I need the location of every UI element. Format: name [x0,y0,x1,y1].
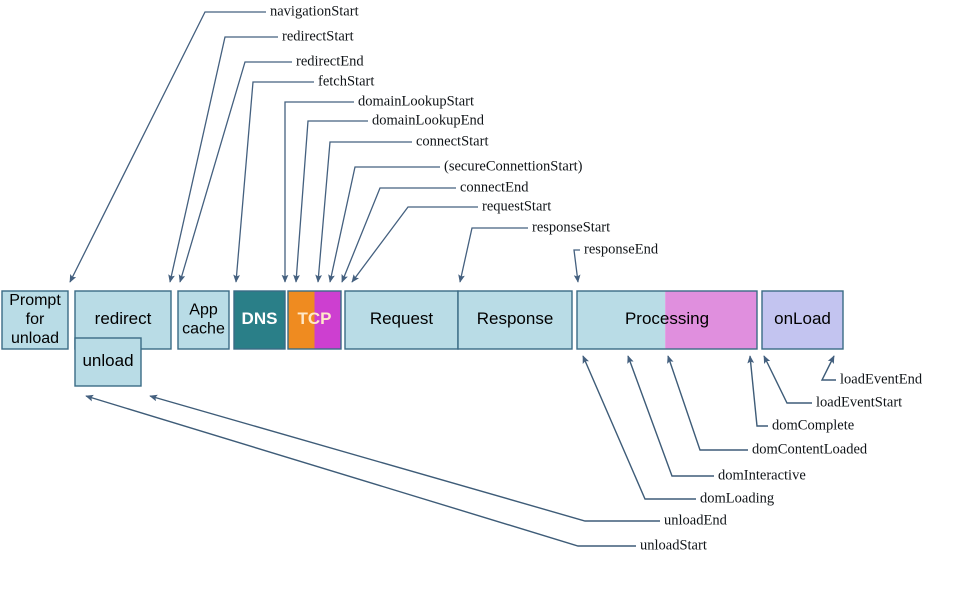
leader-line-connectStart [315,141,412,283]
leader-line-navigationStart [69,11,266,283]
phase-fill [457,290,573,350]
leader-line-secureConnettionStart [328,166,440,283]
phase-box-response[interactable]: Response [457,290,573,350]
phase-label-response: Response [477,309,554,328]
phase-fill-right [314,291,341,349]
phase-box-dns[interactable]: DNS [233,290,286,350]
event-label-redirectEnd: redirectEnd [296,53,364,69]
leader-line-domainLookupStart [281,101,354,283]
leader-line-redirectEnd [178,61,292,283]
event-label-loadEventStart: loadEventStart [816,394,902,410]
leader-line-redirectStart [168,36,278,283]
leader-line-loadEventEnd [820,355,836,381]
event-label-unloadEnd: unloadEnd [664,512,728,528]
leader-line-responseEnd [573,249,581,283]
phase-box-tcp[interactable]: TCP [287,290,342,350]
event-label-responseEnd: responseEnd [584,241,659,257]
phase-box-request[interactable]: Request [344,290,459,350]
leader-line-domContentLoaded [667,355,748,451]
phase-fill-left [288,291,315,349]
phase-label-unload: unload [82,351,133,370]
phase-box-unload[interactable]: unload [74,337,142,387]
phase-fill [1,290,69,350]
phase-box-processing[interactable]: Processing [576,290,758,350]
leader-line-responseStart [458,227,528,283]
phase-box-onload[interactable]: onLoad [761,290,844,350]
leader-line-domLoading [582,355,696,500]
leader-line-connectEnd [341,187,456,283]
event-label-domContentLoaded: domContentLoaded [752,441,868,457]
event-label-domainLookupEnd: domainLookupEnd [372,112,485,128]
event-label-navigationStart: navigationStart [270,3,359,19]
leader-line-domainLookupEnd [293,120,368,283]
leader-line-domComplete [747,355,768,427]
event-label-requestStart: requestStart [482,198,551,214]
leader-line-loadEventStart [763,355,812,404]
phase-fill [761,290,844,350]
top-leader-lines [69,11,581,283]
event-label-secureConnettionStart: (secureConnettionStart) [444,158,583,174]
bottom-event-labels: loadEventEnd loadEventStart domComplete dom… [640,371,923,553]
phase-fill-left [577,291,666,349]
event-label-connectEnd: connectEnd [460,179,529,195]
event-label-domLoading: domLoading [700,490,774,506]
phase-fill [177,290,230,350]
event-label-domComplete: domComplete [772,417,854,433]
phase-fill [344,290,459,350]
leader-line-unloadStart [85,394,636,547]
top-event-labels: navigationStart redirectStart redirectEnd f… [270,3,659,257]
phase-label-redirect: redirect [95,309,152,328]
phase-outline [576,290,758,350]
phase-fill [74,337,142,387]
event-label-domInteractive: domInteractive [718,467,806,483]
phase-label-request: Request [370,309,434,328]
phase-fill-right [665,291,757,349]
event-label-redirectStart: redirectStart [282,28,354,44]
leader-line-fetchStart [233,81,314,283]
leader-line-unloadEnd [149,394,660,522]
phase-label-tcp: TCP [298,309,332,328]
event-label-connectStart: connectStart [416,133,488,149]
event-label-loadEventEnd: loadEventEnd [840,371,923,387]
bottom-leader-lines [85,355,836,547]
leader-line-domInteractive [627,355,714,477]
leader-line-requestStart [351,206,478,283]
event-label-domainLookupStart: domainLookupStart [358,93,474,109]
phase-label-dns: DNS [242,309,278,328]
event-label-unloadStart: unloadStart [640,537,707,553]
phase-fill [233,290,286,350]
phase-outline [287,290,342,350]
event-label-responseStart: responseStart [532,219,610,235]
phase-label-processing: Processing [625,309,709,328]
phase-label-onload: onLoad [774,309,831,328]
event-label-fetchStart: fetchStart [318,73,374,89]
